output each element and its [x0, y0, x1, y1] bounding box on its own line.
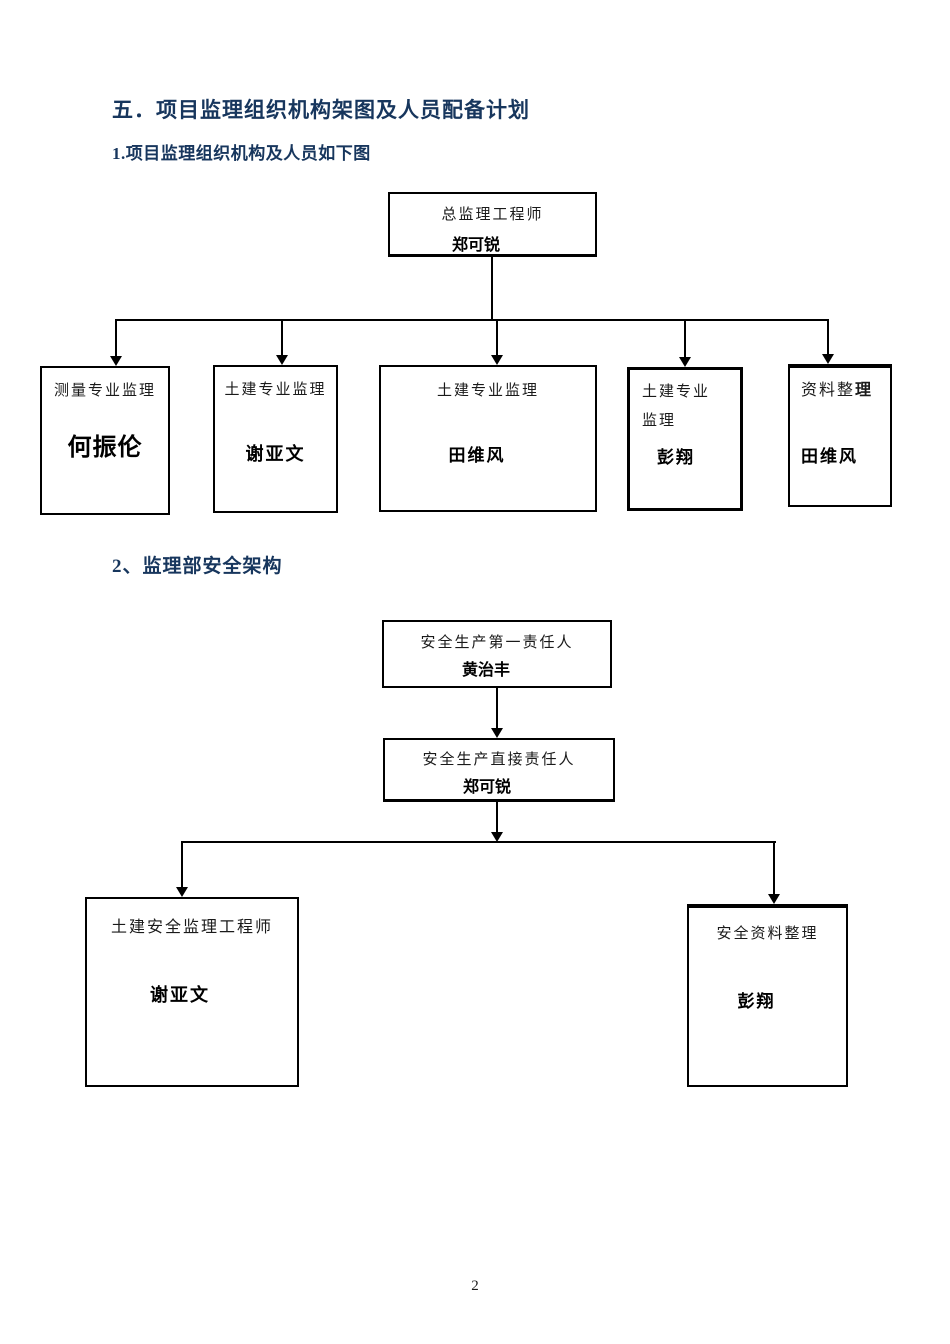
connector-branch-1: [115, 319, 117, 358]
safety-box-name: 彭翔: [737, 992, 776, 1011]
section-heading: 五．项目监理组织机构架图及人员配备计划: [112, 98, 530, 122]
org-box-name: 郑可锐: [451, 237, 500, 254]
org-box-title: 测量专业监理: [53, 383, 156, 399]
connector-level2-drop: [496, 802, 498, 834]
subsection-heading-2: 2、监理部安全架构: [112, 556, 283, 577]
arrow-down-icon: [822, 354, 834, 364]
page-number: 2: [471, 1278, 479, 1294]
org-box-chief-engineer: 总监理工程师 郑可锐: [388, 192, 597, 257]
safety-box-civil-safety-engineer: 土建安全监理工程师 谢亚文: [85, 897, 299, 1087]
arrow-down-icon: [276, 355, 288, 365]
safety-box-direct-responsible: 安全生产直接责任人 郑可锐: [383, 738, 615, 802]
safety-box-title: 土建安全监理工程师: [110, 919, 273, 936]
org-box-survey-supervisor: 测量专业监理 何振伦: [40, 366, 170, 515]
arrow-down-icon: [491, 355, 503, 365]
connector-branch-left: [181, 841, 183, 889]
org-box-title-regular: 资料整: [801, 382, 856, 399]
org-box-name: 谢亚文: [245, 444, 306, 464]
safety-box-name: 黄治丰: [461, 662, 510, 679]
org-box-document-keeper: 资料整理 田维风: [788, 364, 892, 507]
connector-horizontal-2: [182, 841, 776, 843]
org-box-civil-supervisor-1: 土建专业监理 谢亚文: [213, 365, 338, 513]
org-box-name: 田维风: [448, 446, 506, 465]
connector-branch-2: [281, 319, 283, 357]
safety-box-title: 安全生产直接责任人: [422, 752, 576, 768]
arrow-down-icon: [491, 832, 503, 842]
org-box-civil-supervisor-3: 土建专业监理 彭翔: [627, 367, 743, 511]
org-box-title: 土建专业监理: [642, 384, 711, 430]
safety-box-title: 安全资料整理: [716, 926, 819, 942]
org-box-title: 土建专业监理: [436, 383, 539, 399]
org-box-title: 土建专业监理: [224, 382, 327, 398]
org-box-name: 彭翔: [657, 447, 695, 467]
safety-box-safety-document-keeper: 安全资料整理 彭翔: [687, 904, 848, 1087]
safety-box-title: 安全生产第一责任人: [420, 635, 574, 651]
connector-branch-4: [684, 319, 686, 359]
org-box-title: 总监理工程师: [441, 207, 544, 223]
safety-box-name: 郑可锐: [462, 779, 511, 796]
org-box-name: 田维风: [801, 447, 858, 466]
safety-box-first-responsible: 安全生产第一责任人 黄治丰: [382, 620, 612, 688]
arrow-down-icon: [768, 894, 780, 904]
subsection-heading-1: 1.项目监理组织机构及人员如下图: [112, 144, 371, 163]
org-box-title: 资料整理: [790, 368, 890, 400]
org-box-civil-supervisor-2: 土建专业监理 田维风: [379, 365, 597, 512]
connector-branch-3: [496, 319, 498, 357]
arrow-down-icon: [110, 356, 122, 366]
connector-branch-5: [827, 319, 829, 356]
connector-root-drop: [491, 256, 493, 319]
org-box-title-bold: 理: [855, 382, 874, 399]
connector-horizontal-1: [115, 319, 829, 321]
connector-level1-level2: [496, 688, 498, 730]
arrow-down-icon: [176, 887, 188, 897]
connector-branch-right: [773, 841, 775, 896]
arrow-down-icon: [491, 728, 503, 738]
org-box-name: 何振伦: [67, 434, 143, 461]
arrow-down-icon: [679, 357, 691, 367]
safety-box-name: 谢亚文: [150, 985, 210, 1005]
